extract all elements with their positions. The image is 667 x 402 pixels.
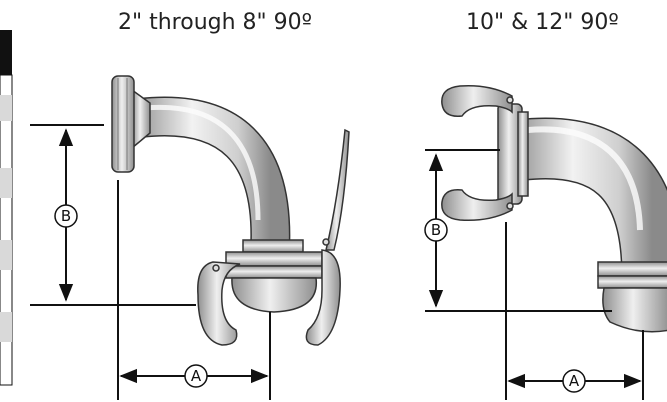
right-dim-a-label: A bbox=[562, 369, 586, 393]
right-elbow bbox=[441, 84, 667, 333]
svg-text:A: A bbox=[191, 367, 202, 385]
svg-text:A: A bbox=[569, 372, 580, 390]
left-edge-strip bbox=[0, 30, 13, 386]
svg-text:B: B bbox=[431, 221, 441, 239]
svg-text:B: B bbox=[61, 207, 71, 225]
left-figure-title: 2" through 8" 90º bbox=[118, 10, 313, 35]
left-dim-a-label: A bbox=[184, 364, 208, 388]
left-elbow bbox=[111, 75, 350, 346]
right-figure-title: 10" & 12" 90º bbox=[466, 10, 619, 35]
left-dim-b-label: B bbox=[54, 204, 78, 228]
right-dim-b-label: B bbox=[424, 218, 448, 242]
